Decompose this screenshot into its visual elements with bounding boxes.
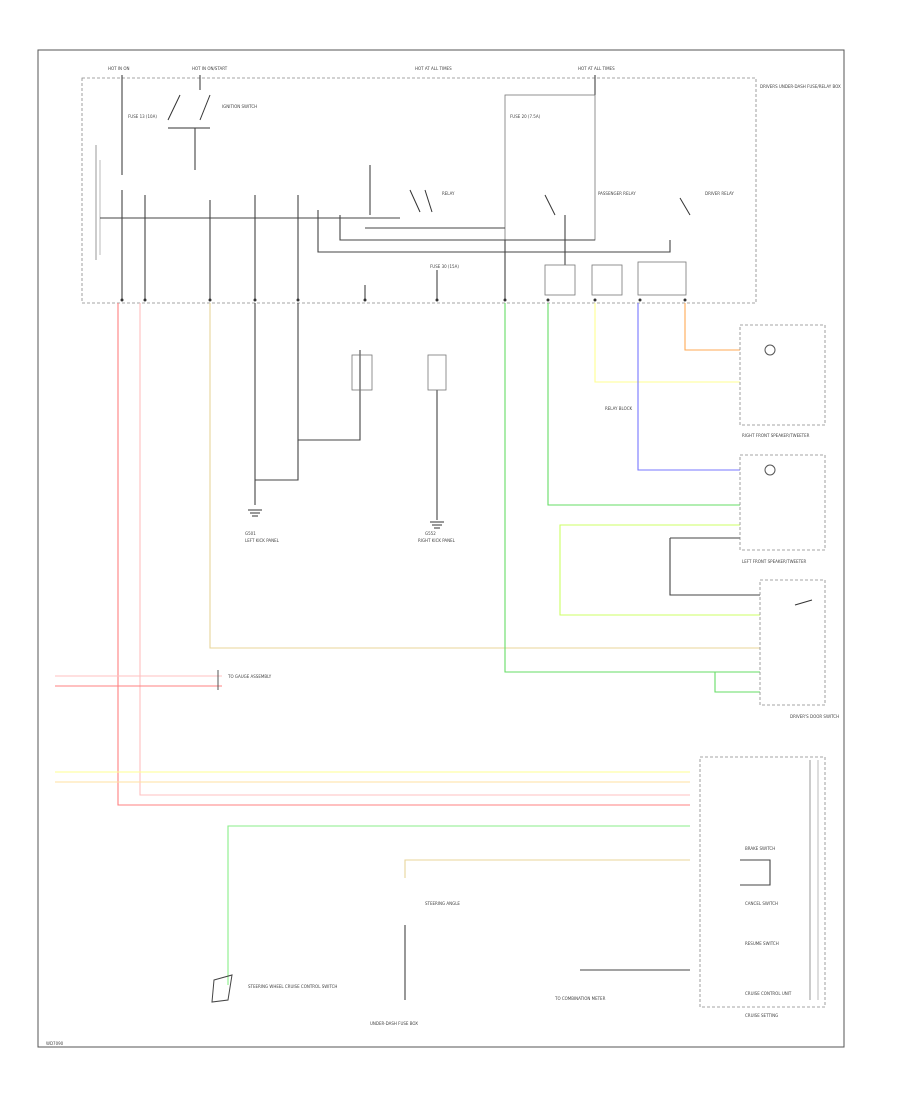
fuse-cluster-1: [544, 264, 576, 296]
to-combo-label: TO COMBINATION METER: [554, 996, 606, 1001]
wire-pink: [139, 303, 690, 796]
left-front-speaker-box: [739, 454, 826, 551]
connector-pins: [120, 298, 687, 302]
ground-g1-label: G501: [245, 531, 256, 536]
ground-g2-desc: RIGHT KICK PANEL: [418, 538, 456, 543]
relay-block-label: RELAY BLOCK: [605, 406, 633, 411]
relay-sw: [544, 194, 556, 216]
wire-green-2: [547, 303, 740, 506]
wire-yellow-3: [594, 303, 740, 383]
footer-code: WD7090: [46, 1041, 64, 1046]
ground-g1-desc: LEFT KICK PANEL: [245, 538, 280, 543]
brake-switch-label: BRAKE SWITCH: [745, 846, 775, 851]
diagram-frame: [37, 49, 845, 1048]
cruise-unit-box: [699, 756, 826, 1008]
speaker-icon-1: [764, 344, 776, 356]
bottom-left-label: STEERING WHEEL CRUISE CONTROL SWITCH: [248, 984, 337, 989]
mid-relay-sw2: [424, 189, 433, 213]
cruise-bottom-label: CRUISE SETTING: [745, 1013, 778, 1018]
ground-g1: [248, 509, 262, 517]
wire-green-1: [504, 303, 760, 673]
wire-green-3: [227, 825, 690, 985]
to-gauge-label: TO GAUGE ASSEMBLY: [227, 674, 272, 679]
top-label-1: HOT IN ON: [108, 66, 129, 71]
wire-black-3: [255, 440, 299, 481]
ground-g2: [430, 521, 444, 529]
door-switch-label: DRIVER'S DOOR SWITCH: [790, 714, 839, 719]
top-label-3: HOT AT ALL TIMES: [415, 66, 452, 71]
wire-orange: [684, 303, 740, 351]
wire-tan-2: [404, 859, 690, 878]
ign-sw-arm2: [199, 94, 211, 121]
ground-g2-label: G552: [425, 531, 436, 536]
relay-b-label: PASSENGER RELAY: [598, 191, 636, 196]
cancel-switch-label: CANCEL SWITCH: [745, 901, 778, 906]
top-label-2: HOT IN ON/START: [192, 66, 228, 71]
top-unit-label: DRIVERS UNDER-DASH FUSE/RELAY BOX: [760, 84, 841, 89]
bus-1: [317, 210, 671, 253]
fuse-b-label: FUSE 20 (7.5A): [510, 114, 541, 119]
cruise-loop: [740, 859, 771, 886]
fuse-cluster-3: [637, 261, 687, 296]
wire-blue: [637, 303, 740, 471]
wire-ltgreen: [559, 524, 760, 616]
door-switch-box: [759, 579, 826, 706]
ign-sw-arm: [167, 94, 181, 121]
relay-c-sw: [679, 197, 691, 216]
ignition-label: IGNITION SWITCH: [222, 104, 257, 109]
component-365: [351, 354, 373, 391]
fuse-c-label: FUSE 30 (15A): [430, 264, 459, 269]
right-front-speaker-box: [739, 324, 826, 426]
bottom-mid2-label: STEERING ANGLE: [425, 901, 460, 906]
top-label-4: HOT AT ALL TIMES: [578, 66, 615, 71]
bottom-mid-label: UNDER-DASH FUSE BOX: [370, 1021, 418, 1026]
wire-green-1b: [714, 672, 760, 693]
mid-relay-sw: [409, 189, 421, 213]
component-437: [427, 354, 447, 391]
cruise-unit-label: CRUISE CONTROL UNIT: [745, 991, 792, 996]
wire-tan: [209, 303, 760, 649]
door-switch-arm: [794, 599, 813, 606]
bus-2: [339, 215, 595, 241]
relay-a-label: RELAY: [442, 191, 455, 196]
wire-red: [117, 303, 690, 806]
steering-switch-icon: [211, 974, 233, 1003]
fuse-cluster-2: [591, 264, 623, 296]
left-front-speaker-label: LEFT FRONT SPEAKER/TWEETER: [742, 559, 807, 564]
resume-switch-label: RESUME SWITCH: [745, 941, 779, 946]
right-front-speaker-label: RIGHT FRONT SPEAKER/TWEETER: [742, 433, 810, 438]
wire-black-5: [669, 538, 760, 596]
fuse-a-label: FUSE 13 (10A): [128, 114, 157, 119]
relay-c-label: DRIVER RELAY: [705, 191, 734, 196]
wire-black-2: [297, 303, 361, 441]
top-unit-box: [81, 77, 757, 304]
speaker-icon-2: [764, 464, 776, 476]
